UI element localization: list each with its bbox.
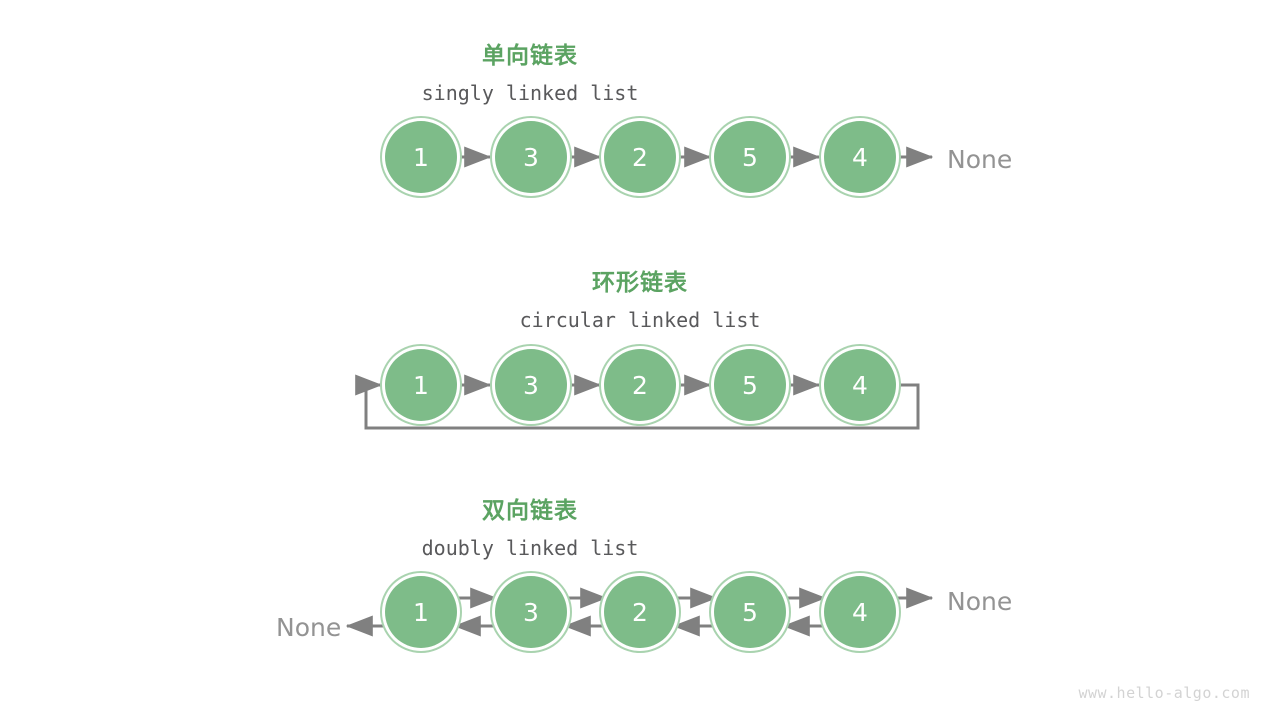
node-value: 4 — [852, 370, 868, 400]
list-node[interactable]: 1 — [385, 349, 457, 421]
node-value: 2 — [632, 597, 648, 627]
list-node[interactable]: 5 — [714, 121, 786, 193]
node-value: 4 — [852, 142, 868, 172]
list-node[interactable]: 2 — [604, 349, 676, 421]
singly-title-en: singly linked list — [421, 81, 639, 105]
list-node[interactable]: 3 — [495, 349, 567, 421]
circular-title-cn: 环形链表 — [592, 270, 688, 296]
node-value: 2 — [632, 142, 648, 172]
list-node[interactable]: 5 — [714, 576, 786, 648]
node-value: 5 — [742, 142, 758, 172]
node-value: 1 — [413, 142, 429, 172]
list-node[interactable]: 3 — [495, 576, 567, 648]
node-value: 3 — [523, 370, 539, 400]
singly-title-group: 单向链表 singly linked list — [330, 36, 730, 105]
list-node[interactable]: 4 — [824, 349, 896, 421]
list-node[interactable]: 3 — [495, 121, 567, 193]
watermark: www.hello-algo.com — [1078, 684, 1250, 702]
list-node[interactable]: 2 — [604, 576, 676, 648]
circular-title-en: circular linked list — [519, 308, 761, 332]
node-value: 2 — [632, 370, 648, 400]
list-node[interactable]: 2 — [604, 121, 676, 193]
node-value: 1 — [413, 370, 429, 400]
node-value: 3 — [523, 597, 539, 627]
list-node[interactable]: 1 — [385, 576, 457, 648]
doubly-title-cn: 双向链表 — [482, 498, 578, 524]
doubly-title-en: doubly linked list — [421, 536, 639, 560]
list-node[interactable]: 5 — [714, 349, 786, 421]
node-value: 4 — [852, 597, 868, 627]
doubly-tail-none-label: None — [947, 587, 1013, 616]
list-node[interactable]: 4 — [824, 121, 896, 193]
circular-title-group: 环形链表 circular linked list — [440, 263, 840, 332]
list-node[interactable]: 4 — [824, 576, 896, 648]
node-value: 1 — [413, 597, 429, 627]
node-value: 5 — [742, 370, 758, 400]
node-value: 3 — [523, 142, 539, 172]
node-value: 5 — [742, 597, 758, 627]
doubly-title-group: 双向链表 doubly linked list — [330, 491, 730, 560]
doubly-head-none-label: None — [276, 613, 342, 642]
list-node[interactable]: 1 — [385, 121, 457, 193]
singly-tail-none-label: None — [947, 145, 1013, 174]
singly-title-cn: 单向链表 — [482, 43, 578, 69]
